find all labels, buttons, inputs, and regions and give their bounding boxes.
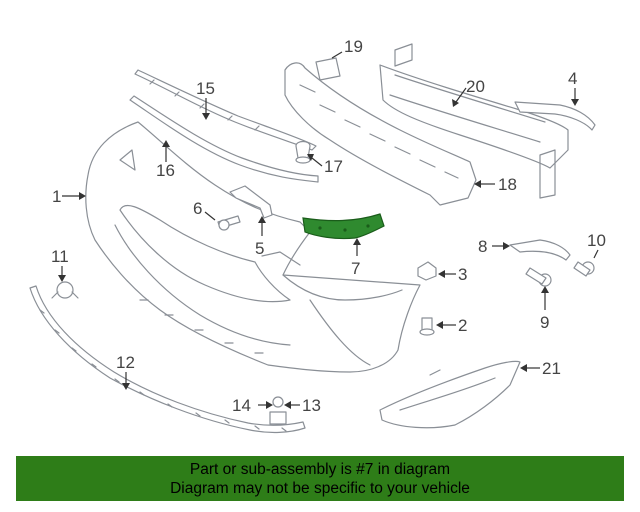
callout-14: 14 [232, 396, 251, 415]
callout-2: 2 [458, 316, 467, 335]
callout-4: 4 [568, 69, 577, 88]
callout-10: 10 [587, 231, 606, 250]
part-10-screw [573, 261, 595, 277]
callout-19: 19 [344, 37, 363, 56]
callout-12: 12 [116, 353, 135, 372]
part-11-clip [51, 281, 79, 299]
part-6-screw [217, 215, 241, 231]
part-3-nut [417, 261, 437, 281]
part-18-absorber [284, 62, 477, 206]
parts-diagram: 1 2 3 4 5 6 7 8 9 10 11 12 13 14 15 16 1… [29, 37, 606, 434]
callout-11: 11 [51, 247, 69, 266]
callout-9: 9 [540, 313, 549, 332]
banner-line-part: Part or sub-assembly is #7 in diagram [189, 461, 451, 478]
callout-5: 5 [255, 239, 264, 258]
part-16-strip [129, 95, 319, 183]
part-15-strip [134, 69, 317, 151]
callout-6: 6 [193, 199, 202, 218]
part-19-pad [315, 57, 341, 81]
callout-20: 20 [466, 77, 485, 96]
callout-1: 1 [52, 187, 61, 206]
callout-13: 13 [302, 396, 321, 415]
part-14-clip [269, 396, 287, 425]
callout-3: 3 [458, 265, 467, 284]
leader-lines [58, 51, 599, 409]
part-12-lower-lip [29, 285, 306, 434]
callout-8: 8 [478, 237, 487, 256]
callout-labels: 1 2 3 4 5 6 7 8 9 10 11 12 13 14 15 16 1… [51, 37, 606, 415]
callout-7: 7 [351, 259, 360, 278]
callout-18: 18 [498, 175, 517, 194]
part-21-bezel [379, 360, 521, 429]
banner-line-disclaimer: Diagram may not be specific to your vehi… [170, 480, 470, 497]
callout-15: 15 [196, 79, 215, 98]
part-20-beam [379, 43, 569, 199]
callout-17: 17 [324, 157, 343, 176]
part-8-bracket [509, 239, 571, 261]
part-2-bolt [419, 317, 435, 336]
part-4-bracket [514, 101, 596, 131]
part-9-screw [525, 267, 552, 287]
part-7-bracket-highlighted [302, 213, 385, 240]
callout-16: 16 [156, 161, 175, 180]
part-1-bumper-cover [85, 121, 421, 373]
info-banner: Part or sub-assembly is #7 in diagram Di… [16, 456, 624, 501]
part-17-fastener [295, 140, 311, 164]
part-5-bracket [229, 185, 273, 219]
callout-21: 21 [542, 359, 561, 378]
